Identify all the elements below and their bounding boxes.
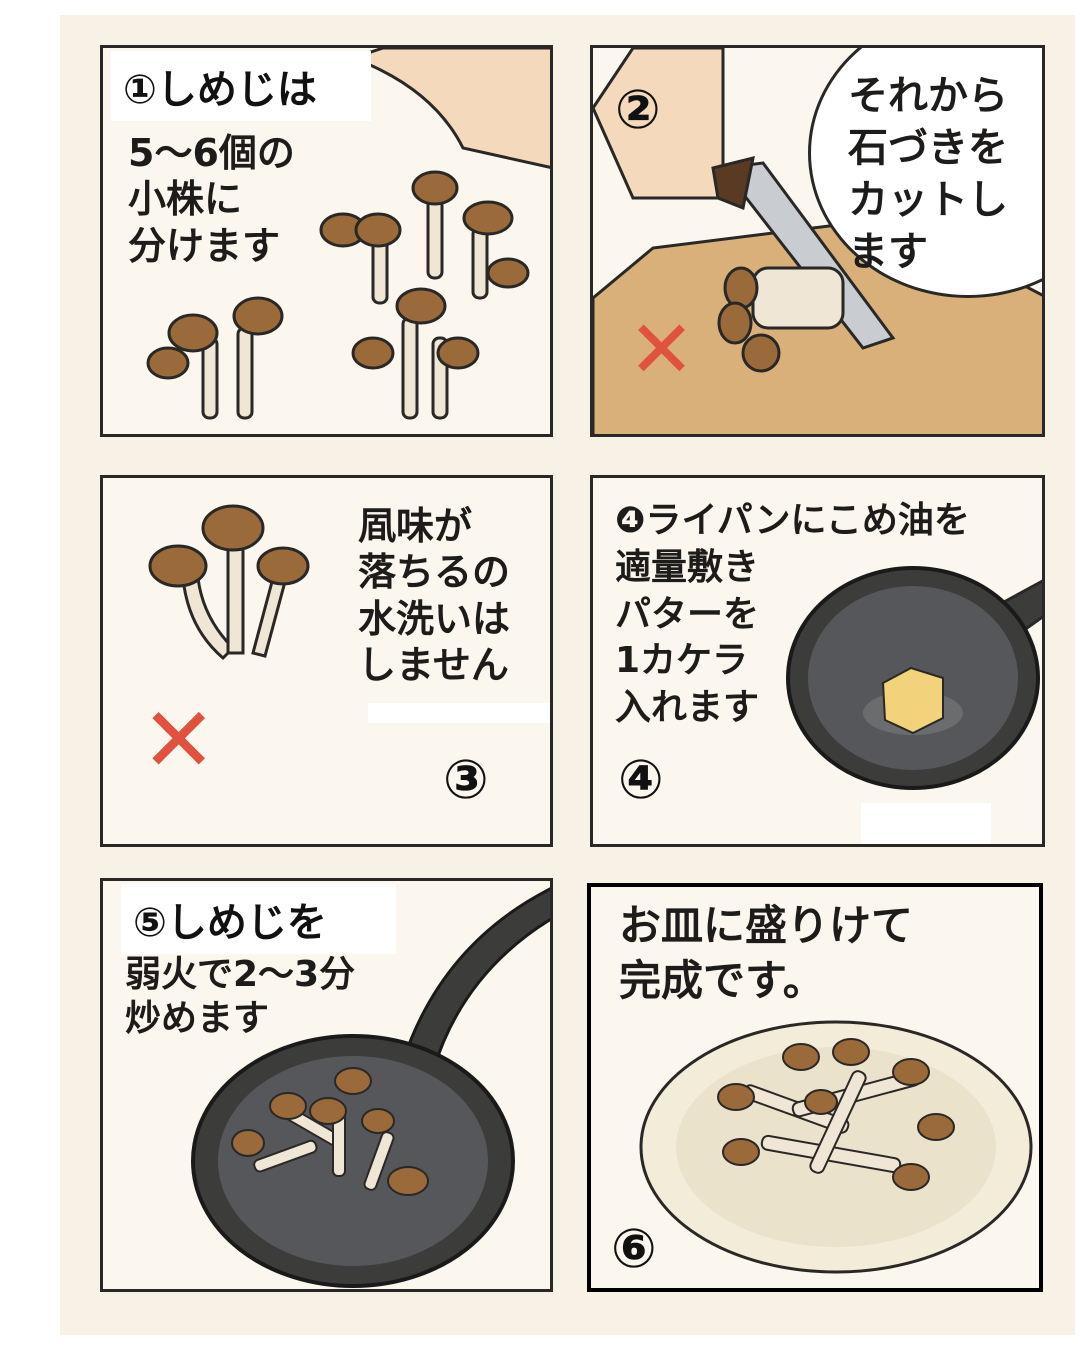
step-5-label: ⑤しめじを (121, 884, 396, 954)
step-6-text: お皿に盛りけて 完成です。 (619, 901, 914, 1005)
speech-bubble (808, 48, 1042, 298)
step-1-label: ①しめじは (111, 51, 371, 121)
step-4-number: ④ (618, 748, 664, 811)
cross-mark-icon: ✕ (628, 303, 696, 396)
white-patch (368, 703, 550, 723)
panel-2: それから 石づきを カットし ます ② ✕ (590, 45, 1045, 437)
frying-pan-illustration (786, 566, 1042, 790)
step-1-text: 5〜6個の 小株に 分けます (128, 131, 295, 268)
step-4-text: ❹ライパンにこめ油を 遖量敷き パターを 1カケラ 入れます (615, 500, 970, 729)
step-3-text: 凮味が 落ちるの 水洗いは しません (358, 504, 511, 688)
step-5-text: 弱火で2〜3分 炒めます (125, 954, 356, 1039)
step-2-text: それから 石づきを カットし ます (848, 73, 1008, 275)
step-2-number: ② (615, 78, 661, 141)
plate-illustration (639, 1020, 1033, 1274)
panel-6: お皿に盛りけて 完成です。 ⑥ (587, 883, 1043, 1292)
frying-pan-illustration (191, 887, 550, 1288)
panel-4: ❹ライパンにこめ油を 遖量敷き パターを 1カケラ 入れます ④ (590, 475, 1045, 847)
panel-1: ①しめじは 5〜6個の 小株に 分けます (100, 45, 553, 437)
step-6-number: ⑥ (611, 1217, 657, 1280)
white-patch (861, 803, 991, 844)
step-3-number: ③ (443, 748, 489, 811)
cross-mark-icon: ✕ (141, 688, 217, 793)
mushroom-illustration (148, 504, 310, 661)
mushroom-illustration (146, 48, 550, 420)
panel-5: ⑤しめじを 弱火で2〜3分 炒めます (100, 878, 553, 1292)
panel-3: 凮味が 落ちるの 水洗いは しません ✕ ③ (100, 475, 553, 847)
